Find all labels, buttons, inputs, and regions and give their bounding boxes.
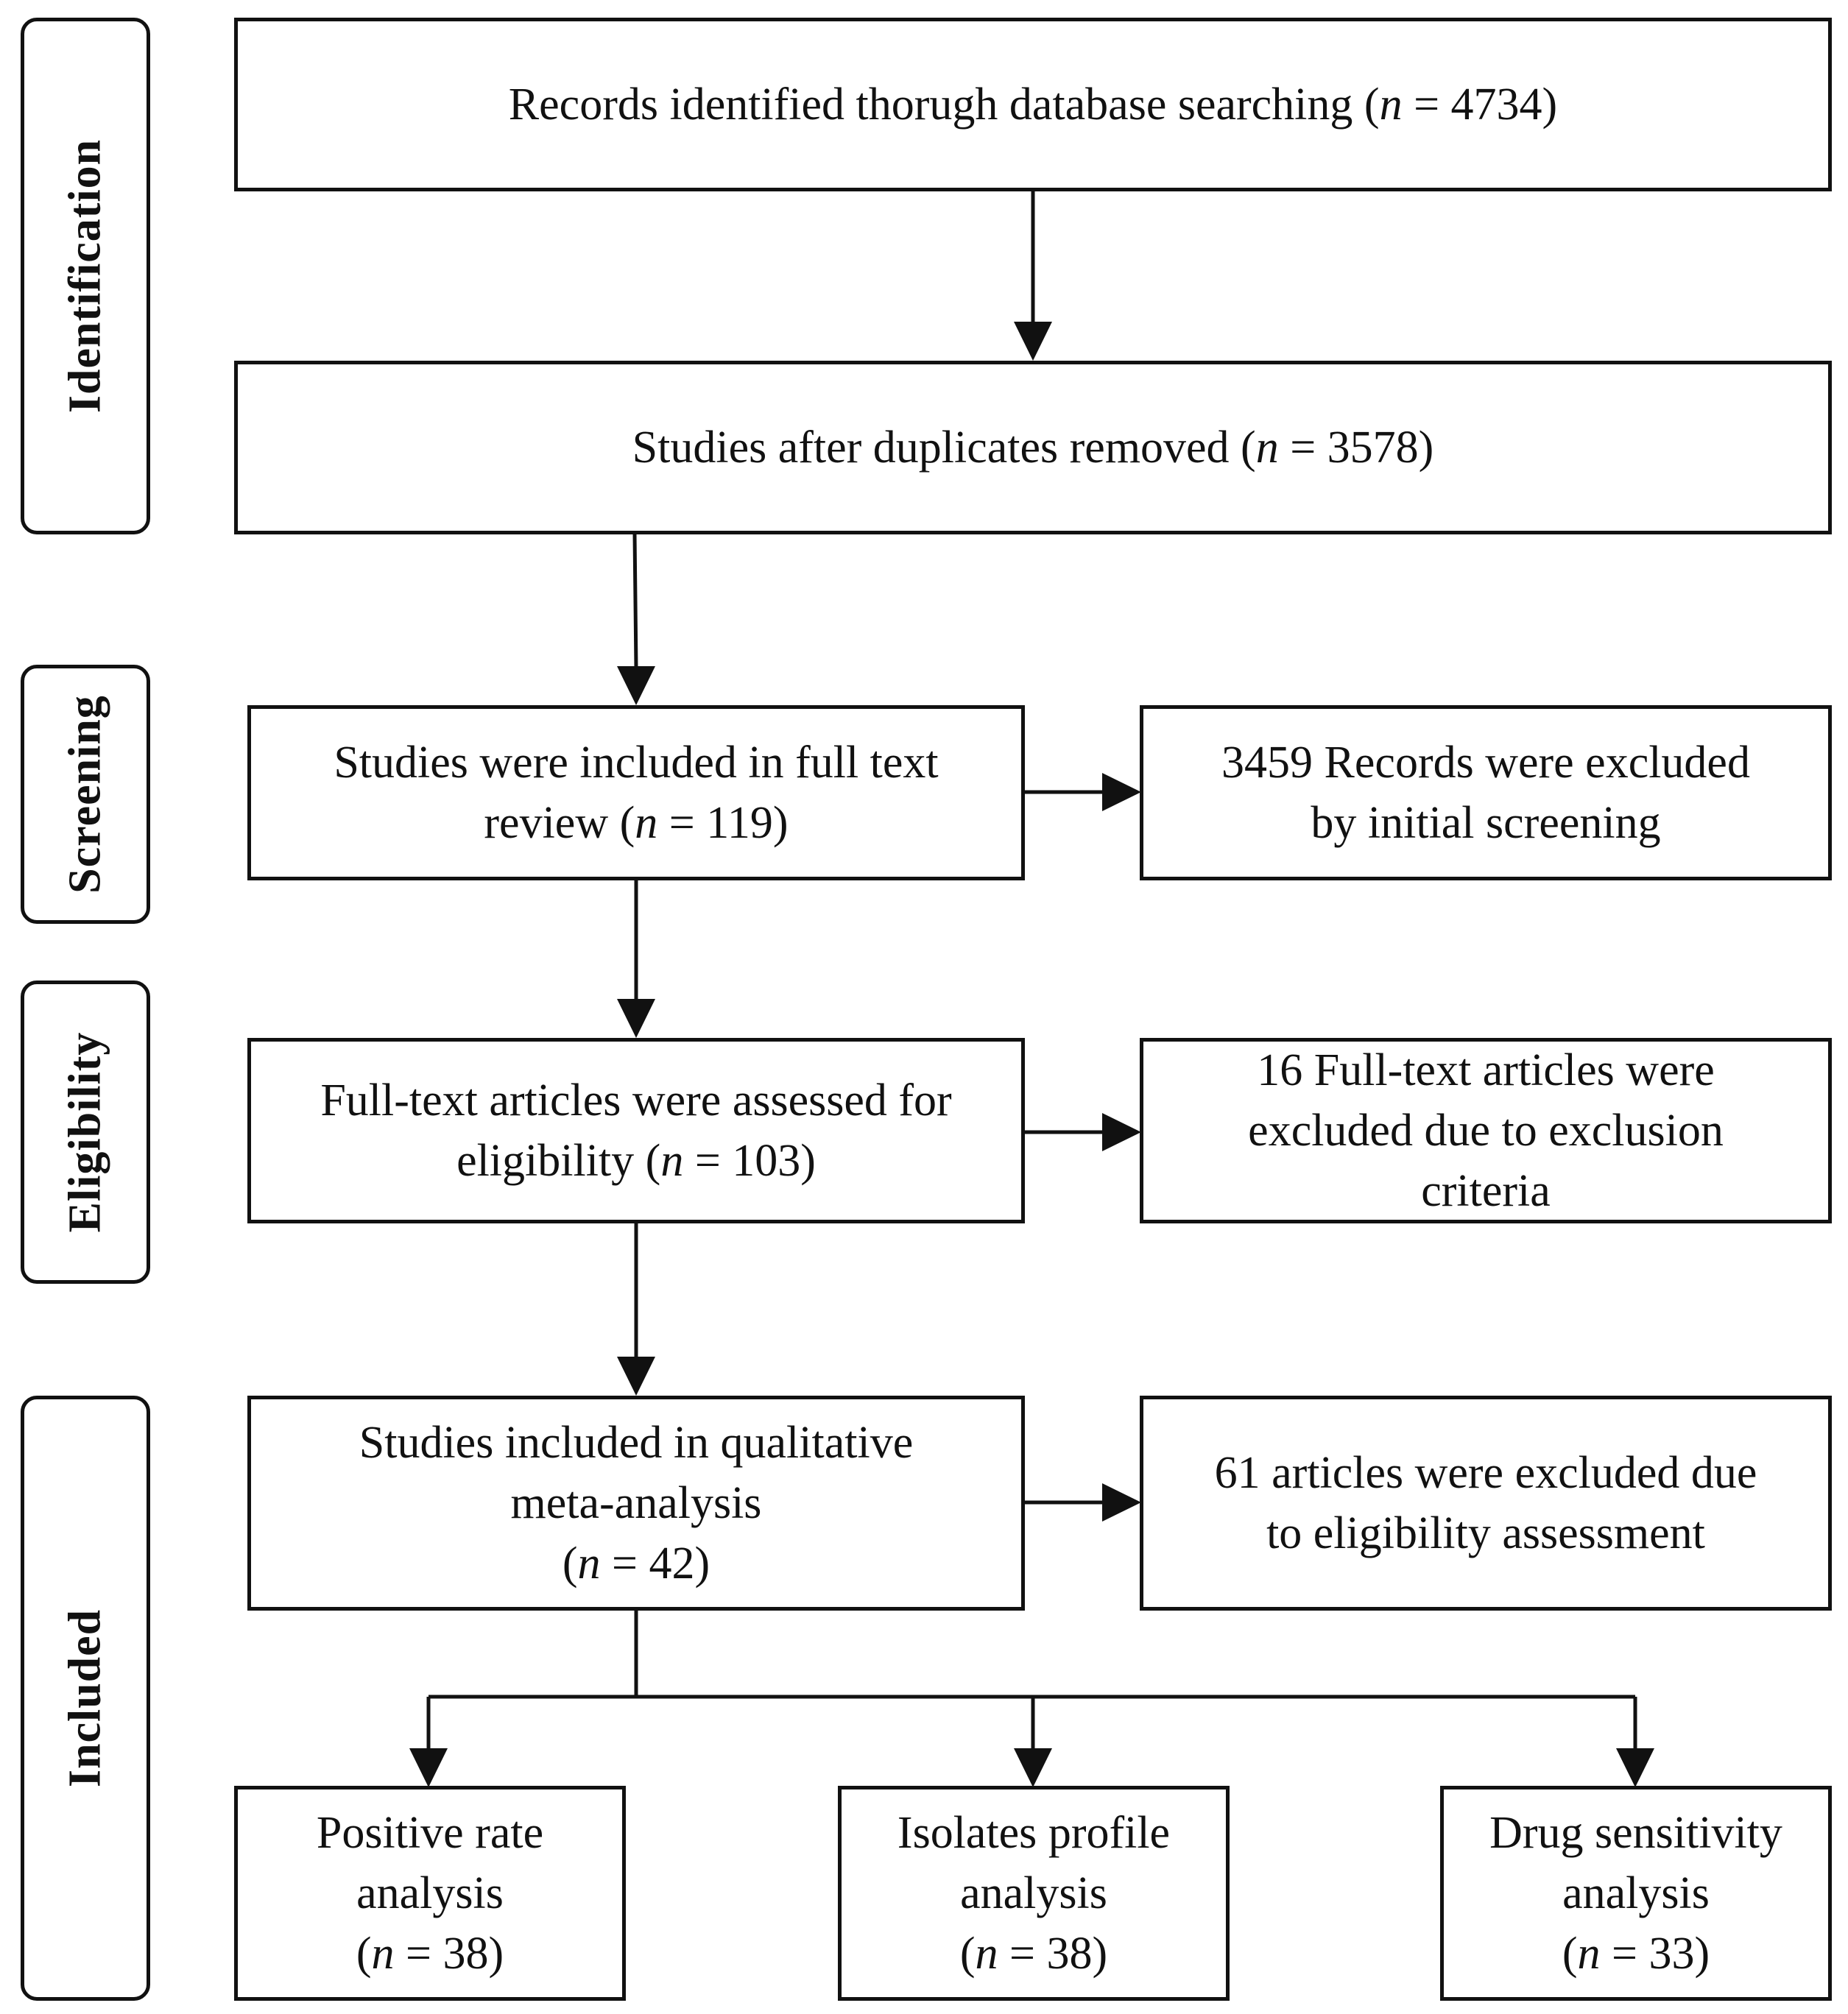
arrowhead-icon bbox=[617, 999, 655, 1038]
phase-screening-label: Screening bbox=[60, 695, 110, 894]
excluded-criteria-text: 16 Full-text articles were excluded due … bbox=[1248, 1040, 1724, 1221]
excluded-criteria-box: 16 Full-text articles were excluded due … bbox=[1140, 1038, 1832, 1223]
full-text-review-box: Studies were included in full text revie… bbox=[247, 705, 1025, 880]
excluded-screening-box: 3459 Records were excluded by initial sc… bbox=[1140, 705, 1832, 880]
arrowhead-icon bbox=[1014, 322, 1052, 361]
isolates-profile-line2: analysis bbox=[960, 1868, 1107, 1918]
drug-sensitivity-text: Drug sensitivity analysis (n = 33) bbox=[1489, 1803, 1782, 1984]
assessed-eligibility-n: n bbox=[660, 1136, 684, 1186]
records-identified-count: = 4734) bbox=[1402, 80, 1558, 130]
records-identified-box: Records identified thorugh database sear… bbox=[234, 18, 1832, 191]
arrowhead-icon bbox=[1102, 1483, 1141, 1522]
drug-sensitivity-box: Drug sensitivity analysis (n = 33) bbox=[1440, 1786, 1832, 2001]
positive-rate-text: Positive rate analysis (n = 38) bbox=[317, 1803, 543, 1984]
qualitative-count: = 42) bbox=[600, 1538, 710, 1589]
phase-eligibility: Eligibility bbox=[21, 981, 150, 1284]
positive-rate-n: n bbox=[371, 1929, 395, 1979]
records-identified-prefix: Records identified thorugh database sear… bbox=[508, 80, 1380, 130]
assessed-eligibility-line1: Full-text articles were assessed for bbox=[320, 1075, 952, 1126]
arrowhead-icon bbox=[409, 1748, 448, 1787]
excluded-eligibility-box: 61 articles were excluded due to eligibi… bbox=[1140, 1396, 1832, 1611]
qualitative-line2: meta-analysis bbox=[510, 1478, 762, 1528]
isolates-profile-count: = 38) bbox=[998, 1929, 1108, 1979]
positive-rate-prefix: ( bbox=[356, 1929, 372, 1979]
assessed-eligibility-box: Full-text articles were assessed for eli… bbox=[247, 1038, 1025, 1223]
records-identified-n: n bbox=[1379, 80, 1403, 130]
drug-sensitivity-count: = 33) bbox=[1600, 1929, 1710, 1979]
drug-sensitivity-n: n bbox=[1577, 1929, 1601, 1979]
phase-identification-label: Identification bbox=[60, 138, 110, 414]
phase-included: Included bbox=[21, 1396, 150, 2001]
excluded-criteria-line3: criteria bbox=[1421, 1166, 1551, 1216]
excluded-screening-text: 3459 Records were excluded by initial sc… bbox=[1221, 732, 1750, 853]
isolates-profile-box: Isolates profile analysis (n = 38) bbox=[838, 1786, 1230, 2001]
phase-identification: Identification bbox=[21, 18, 150, 534]
duplicates-removed-box: Studies after duplicates removed (n = 35… bbox=[234, 361, 1832, 534]
duplicates-removed-prefix: Studies after duplicates removed ( bbox=[632, 423, 1256, 473]
arrowhead-icon bbox=[617, 1357, 655, 1396]
duplicates-removed-text: Studies after duplicates removed (n = 35… bbox=[632, 417, 1434, 478]
excluded-screening-line1: 3459 Records were excluded bbox=[1221, 738, 1750, 788]
drug-sensitivity-line2: analysis bbox=[1562, 1868, 1710, 1918]
records-identified-text: Records identified thorugh database sear… bbox=[509, 74, 1557, 135]
arrowhead-icon bbox=[1014, 1748, 1052, 1787]
full-text-review-count: = 119) bbox=[657, 798, 789, 848]
arrowhead-icon bbox=[1616, 1748, 1654, 1787]
assessed-eligibility-prefix: eligibility ( bbox=[456, 1136, 661, 1186]
assessed-eligibility-text: Full-text articles were assessed for eli… bbox=[320, 1070, 951, 1191]
qualitative-box: Studies included in qualitative meta-ana… bbox=[247, 1396, 1025, 1611]
arrowhead-icon bbox=[617, 666, 655, 705]
positive-rate-box: Positive rate analysis (n = 38) bbox=[234, 1786, 626, 2001]
qualitative-text: Studies included in qualitative meta-ana… bbox=[359, 1413, 913, 1594]
assessed-eligibility-count: = 103) bbox=[683, 1136, 816, 1186]
full-text-review-prefix: review ( bbox=[484, 798, 635, 848]
full-text-review-n: n bbox=[635, 798, 658, 848]
excluded-eligibility-line1: 61 articles were excluded due bbox=[1214, 1448, 1757, 1498]
duplicates-removed-n: n bbox=[1255, 423, 1279, 473]
isolates-profile-n: n bbox=[975, 1929, 998, 1979]
excluded-eligibility-line2: to eligibility assessment bbox=[1266, 1508, 1705, 1558]
full-text-review-line1: Studies were included in full text bbox=[334, 738, 939, 788]
drug-sensitivity-prefix: ( bbox=[1562, 1929, 1578, 1979]
qualitative-line1: Studies included in qualitative bbox=[359, 1418, 914, 1468]
isolates-profile-line1: Isolates profile bbox=[897, 1808, 1171, 1858]
isolates-profile-text: Isolates profile analysis (n = 38) bbox=[897, 1803, 1170, 1984]
positive-rate-count: = 38) bbox=[394, 1929, 504, 1979]
qualitative-prefix: ( bbox=[562, 1538, 578, 1589]
qualitative-n: n bbox=[577, 1538, 601, 1589]
phase-eligibility-label: Eligibility bbox=[60, 1031, 110, 1233]
positive-rate-line1: Positive rate bbox=[316, 1808, 544, 1858]
duplicates-removed-count: = 3578) bbox=[1278, 423, 1434, 473]
excluded-screening-line2: by initial screening bbox=[1311, 798, 1661, 848]
arrow-duplicates-to-fulltext bbox=[632, 533, 638, 669]
phase-included-label: Included bbox=[60, 1608, 110, 1788]
excluded-criteria-line2: excluded due to exclusion bbox=[1248, 1106, 1724, 1156]
drug-sensitivity-line1: Drug sensitivity bbox=[1489, 1808, 1782, 1858]
isolates-profile-prefix: ( bbox=[959, 1929, 976, 1979]
positive-rate-line2: analysis bbox=[356, 1868, 504, 1918]
excluded-criteria-line1: 16 Full-text articles were bbox=[1257, 1045, 1715, 1095]
full-text-review-text: Studies were included in full text revie… bbox=[334, 732, 938, 853]
arrowhead-icon bbox=[1102, 1113, 1141, 1151]
phase-screening: Screening bbox=[21, 665, 150, 924]
excluded-eligibility-text: 61 articles were excluded due to eligibi… bbox=[1215, 1443, 1757, 1564]
arrowhead-icon bbox=[1102, 773, 1141, 811]
